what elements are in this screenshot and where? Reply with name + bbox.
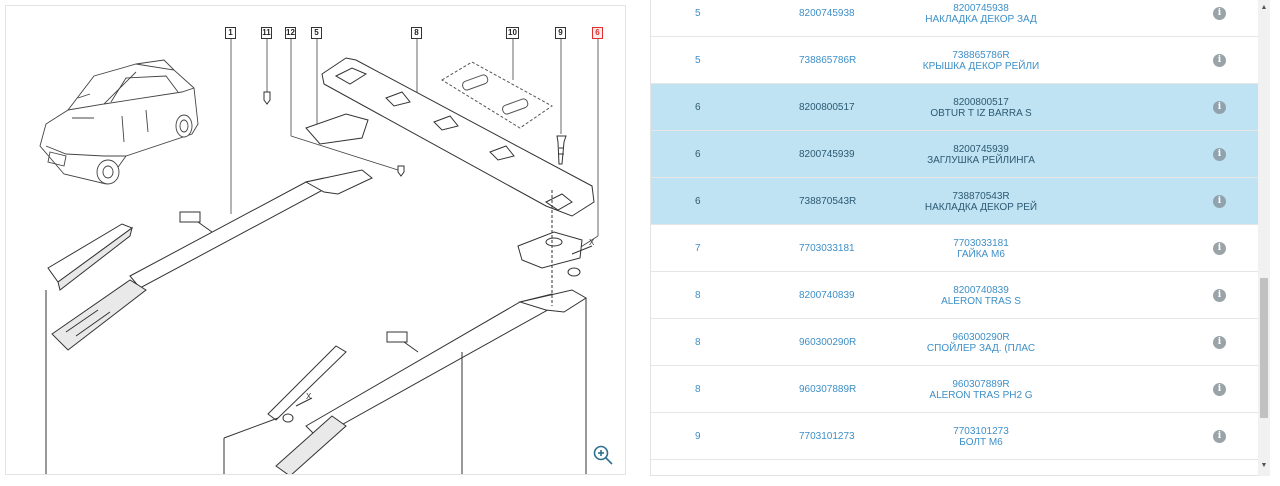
part-number-link[interactable]: 8200800517 xyxy=(799,102,855,113)
callout-9[interactable]: 9 xyxy=(555,27,566,39)
part-code: 7703033181 xyxy=(953,237,1009,249)
part-name: КРЫШКА ДЕКОР РЕЙЛИ xyxy=(922,60,1040,72)
table-row[interactable]: 8 960307889R 960307889R ALERON TRAS PH2 … xyxy=(651,366,1259,413)
part-number-link[interactable]: 8200745938 xyxy=(799,8,855,19)
part-name: ГАЙКА М6 xyxy=(957,248,1005,260)
part-name: НАКЛАДКА ДЕКОР ЗАД xyxy=(925,13,1037,25)
part-description: 8200800517 OBTUR T IZ BARRA S xyxy=(851,84,1111,131)
cross-mark: X xyxy=(306,392,312,401)
callout-11[interactable]: 11 xyxy=(261,27,272,39)
part-description: 8200745938 НАКЛАДКА ДЕКОР ЗАД xyxy=(851,0,1111,37)
callout-1[interactable]: 1 xyxy=(225,27,236,39)
parts-diagram-panel: X X 1 11 12 5 8 10 9 6 xyxy=(5,5,626,475)
info-icon[interactable]: i xyxy=(1213,336,1226,349)
zoom-in-icon[interactable] xyxy=(592,444,614,466)
part-code: 960307889R xyxy=(952,378,1010,390)
part-name: НАКЛАДКА ДЕКОР РЕЙ xyxy=(924,201,1038,213)
rear-roof-rail xyxy=(223,190,593,474)
parts-diagram xyxy=(39,39,599,474)
scroll-up-icon[interactable]: ▲ xyxy=(1260,4,1268,11)
roof-spoiler-part xyxy=(321,57,595,217)
part-number-link[interactable]: 738870543R xyxy=(799,196,857,207)
info-icon[interactable]: i xyxy=(1213,7,1226,20)
cross-mark: X xyxy=(589,238,595,247)
part-name: OBTUR T IZ BARRA S xyxy=(930,107,1032,119)
callout-12[interactable]: 12 xyxy=(285,27,296,39)
part-number-link[interactable]: 8200745939 xyxy=(799,149,855,160)
position-cell: 7 xyxy=(695,243,701,254)
table-row[interactable]: 6 8200745939 8200745939 ЗАГЛУШКА РЕЙЛИНГ… xyxy=(651,131,1259,178)
part-code: 8200740839 xyxy=(953,284,1009,296)
info-icon[interactable]: i xyxy=(1213,54,1226,67)
part-number-link[interactable]: 960307889R xyxy=(799,384,857,395)
position-cell: 6 xyxy=(695,102,701,113)
position-cell: 6 xyxy=(695,196,701,207)
scroll-down-icon[interactable]: ▼ xyxy=(1260,462,1268,469)
table-row[interactable]: 8 960300290R 960300290R СПОЙЛЕР ЗАД. (ПЛ… xyxy=(651,319,1259,366)
position-cell: 5 xyxy=(695,8,701,19)
part-number-link[interactable]: 738865786R xyxy=(799,55,857,66)
callout-10[interactable]: 10 xyxy=(506,27,519,39)
trim-cover-parts xyxy=(305,113,583,277)
part-number-link[interactable]: 7703033181 xyxy=(799,243,855,254)
table-row[interactable]: 8 8200740839 8200740839 ALERON TRAS S i xyxy=(651,272,1259,319)
info-icon[interactable]: i xyxy=(1213,383,1226,396)
part-code: 8200745939 xyxy=(953,143,1009,155)
part-name: ЗАГЛУШКА РЕЙЛИНГА xyxy=(927,154,1035,166)
position-cell: 8 xyxy=(695,337,701,348)
part-description: 738870543R НАКЛАДКА ДЕКОР РЕЙ xyxy=(851,178,1111,225)
position-cell: 9 xyxy=(695,431,701,442)
table-row[interactable]: 7 7703033181 7703033181 ГАЙКА М6 i xyxy=(651,225,1259,272)
callout-8[interactable]: 8 xyxy=(411,27,422,39)
table-scrollbar[interactable]: ▲ ▼ xyxy=(1258,0,1270,476)
callout-5[interactable]: 5 xyxy=(311,27,322,39)
part-name: ALERON TRAS PH2 G xyxy=(929,389,1033,401)
info-icon[interactable]: i xyxy=(1213,289,1226,302)
info-icon[interactable]: i xyxy=(1213,242,1226,255)
table-row[interactable]: 5 8200745938 8200745938 НАКЛАДКА ДЕКОР З… xyxy=(651,0,1259,37)
part-name: ALERON TRAS S xyxy=(941,295,1021,307)
part-name: БОЛТ М6 xyxy=(959,436,1003,448)
parts-table-panel: 5 8200745938 8200745938 НАКЛАДКА ДЕКОР З… xyxy=(650,0,1270,476)
callout-6[interactable]: 6 xyxy=(592,27,603,39)
part-name: СПОЙЛЕР ЗАД. (ПЛАС xyxy=(926,342,1036,354)
info-icon[interactable]: i xyxy=(1213,148,1226,161)
part-description: 8200740839 ALERON TRAS S xyxy=(851,272,1111,319)
screw-parts xyxy=(263,91,567,177)
front-roof-rail xyxy=(45,169,373,474)
car-illustration xyxy=(39,59,199,185)
info-icon[interactable]: i xyxy=(1213,195,1226,208)
part-number-link[interactable]: 960300290R xyxy=(799,337,857,348)
part-description: 738865786R КРЫШКА ДЕКОР РЕЙЛИ xyxy=(851,37,1111,84)
info-icon[interactable]: i xyxy=(1213,430,1226,443)
position-cell: 8 xyxy=(695,290,701,301)
part-description: 960307889R ALERON TRAS PH2 G xyxy=(851,366,1111,413)
part-description: 7703033181 ГАЙКА М6 xyxy=(851,225,1111,272)
table-row[interactable]: 9 7703101273 7703101273 БОЛТ М6 i xyxy=(651,413,1259,460)
part-code: 960300290R xyxy=(952,331,1010,343)
part-description: 8200745939 ЗАГЛУШКА РЕЙЛИНГА xyxy=(851,131,1111,178)
position-cell: 8 xyxy=(695,384,701,395)
table-row[interactable]: 6 738870543R 738870543R НАКЛАДКА ДЕКОР Р… xyxy=(651,178,1259,225)
table-row[interactable]: 5 738865786R 738865786R КРЫШКА ДЕКОР РЕЙ… xyxy=(651,37,1259,84)
clip-outline xyxy=(441,61,553,129)
part-code: 738870543R xyxy=(952,190,1010,202)
position-cell: 6 xyxy=(695,149,701,160)
part-code: 8200745938 xyxy=(953,2,1009,14)
part-code: 738865786R xyxy=(952,49,1010,61)
part-number-link[interactable]: 7703101273 xyxy=(799,431,855,442)
position-cell: 5 xyxy=(695,55,701,66)
part-description: 960300290R СПОЙЛЕР ЗАД. (ПЛАС xyxy=(851,319,1111,366)
part-code: 7703101273 xyxy=(953,425,1009,437)
scroll-thumb[interactable] xyxy=(1260,278,1268,418)
part-description: 7703101273 БОЛТ М6 xyxy=(851,413,1111,460)
info-icon[interactable]: i xyxy=(1213,101,1226,114)
part-code: 8200800517 xyxy=(953,96,1009,108)
table-row[interactable]: 6 8200800517 8200800517 OBTUR T IZ BARRA… xyxy=(651,84,1259,131)
part-number-link[interactable]: 8200740839 xyxy=(799,290,855,301)
